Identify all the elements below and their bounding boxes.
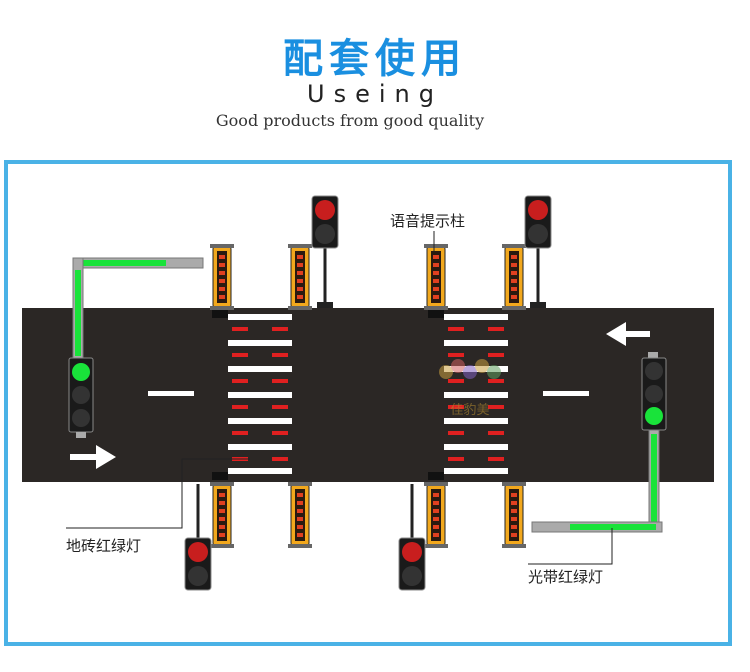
voice-pole bbox=[501, 481, 527, 549]
leader-line bbox=[66, 458, 250, 529]
label-floor-light: 地砖红绿灯 bbox=[66, 537, 141, 555]
strip-traffic-light-left bbox=[68, 257, 204, 438]
leader-line bbox=[528, 528, 613, 565]
pedestrian-signal bbox=[184, 537, 212, 591]
label-voice-pole: 语音提示柱 bbox=[390, 212, 465, 230]
strip-traffic-light-right bbox=[531, 352, 667, 533]
voice-pole bbox=[501, 243, 527, 311]
voice-pole bbox=[287, 481, 313, 549]
floor-light bbox=[212, 310, 228, 318]
arrow-right-icon bbox=[70, 445, 116, 469]
floor-light bbox=[428, 310, 444, 318]
page-title: 配套使用 bbox=[283, 36, 467, 82]
floor-light bbox=[212, 472, 228, 480]
lane-marking bbox=[148, 391, 194, 396]
pedestrian-signal bbox=[311, 195, 339, 249]
page-subtitle: Useing bbox=[307, 80, 443, 108]
watermark-logo bbox=[439, 359, 501, 379]
road bbox=[22, 308, 714, 482]
watermark-text: 佳豹美 bbox=[450, 403, 489, 418]
voice-pole bbox=[209, 481, 235, 549]
label-strip-light: 光带红绿灯 bbox=[528, 568, 603, 586]
voice-pole bbox=[287, 243, 313, 311]
voice-pole bbox=[209, 243, 235, 311]
arrow-left-icon bbox=[606, 322, 650, 346]
floor-light bbox=[428, 472, 444, 480]
lane-marking bbox=[543, 391, 589, 396]
voice-pole bbox=[423, 243, 449, 311]
voice-pole bbox=[423, 481, 449, 549]
page-tagline: Good products from good quality bbox=[215, 111, 485, 130]
pedestrian-signal bbox=[398, 537, 426, 591]
pedestrian-signal bbox=[524, 195, 552, 249]
